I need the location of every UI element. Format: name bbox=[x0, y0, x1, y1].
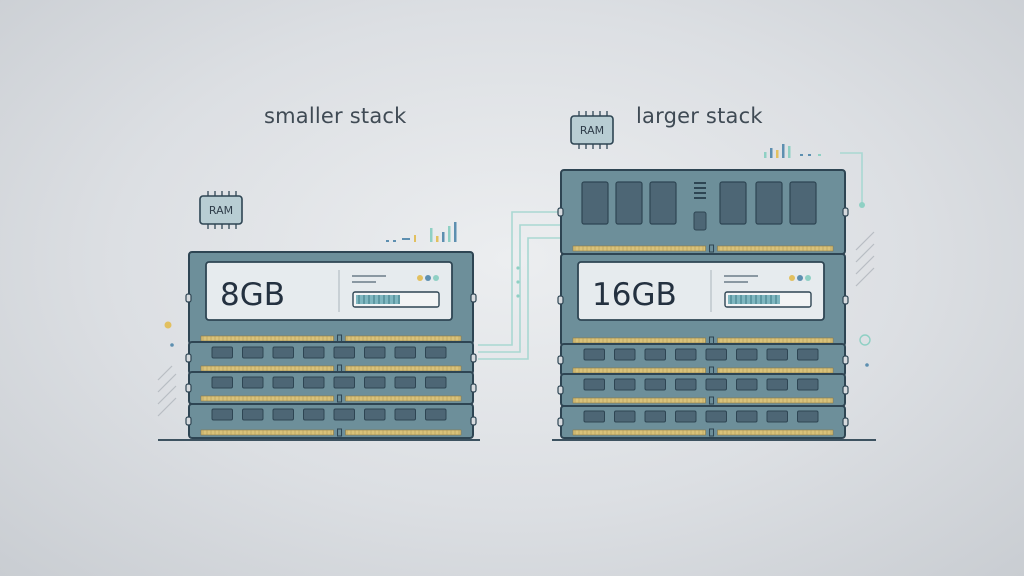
memory-chip bbox=[394, 376, 416, 389]
memory-chip bbox=[789, 181, 817, 225]
memory-chip bbox=[211, 376, 233, 389]
memory-chip bbox=[675, 348, 697, 361]
connector-line-icon bbox=[478, 152, 863, 360]
gold-contacts bbox=[717, 429, 834, 436]
gold-contacts bbox=[717, 397, 834, 404]
memory-chip bbox=[705, 378, 727, 391]
ram-module bbox=[185, 341, 477, 375]
gold-contacts bbox=[717, 245, 834, 252]
memory-chip bbox=[675, 378, 697, 391]
memory-chip bbox=[644, 410, 666, 423]
gold-contacts bbox=[200, 395, 334, 402]
gold-contacts bbox=[200, 365, 334, 372]
memory-chip bbox=[242, 346, 264, 359]
memory-chip bbox=[693, 211, 707, 231]
memory-chip bbox=[705, 348, 727, 361]
capacity-progress-bar bbox=[356, 295, 400, 304]
memory-chip bbox=[583, 348, 605, 361]
smaller-stack-caption: smaller stack bbox=[264, 104, 407, 128]
memory-chip bbox=[394, 346, 416, 359]
ram-module bbox=[557, 405, 849, 439]
memory-chip bbox=[333, 376, 355, 389]
capacity-card-8gb: 8GB bbox=[205, 261, 453, 321]
memory-chip bbox=[211, 346, 233, 359]
ram-module bbox=[185, 371, 477, 405]
hatch-decor bbox=[157, 231, 875, 417]
capacity-progress-bar bbox=[728, 295, 780, 304]
memory-chip bbox=[303, 346, 325, 359]
memory-chip bbox=[614, 410, 636, 423]
ram-module bbox=[557, 373, 849, 407]
memory-chip bbox=[766, 378, 788, 391]
capacity-label: 8GB bbox=[220, 277, 285, 313]
gold-contacts bbox=[572, 397, 706, 404]
memory-chip bbox=[614, 348, 636, 361]
ram-chip-label: RAM bbox=[580, 124, 604, 137]
memory-chip bbox=[333, 408, 355, 421]
memory-chip bbox=[755, 181, 783, 225]
memory-chip bbox=[644, 378, 666, 391]
memory-chip bbox=[364, 346, 386, 359]
memory-chip bbox=[583, 410, 605, 423]
memory-chip bbox=[736, 348, 758, 361]
ram-chip-icon: RAM bbox=[199, 191, 243, 229]
capacity-label: 16GB bbox=[592, 277, 677, 313]
memory-chip bbox=[797, 348, 819, 361]
memory-chip bbox=[581, 181, 609, 225]
memory-chip bbox=[766, 348, 788, 361]
memory-chip bbox=[583, 378, 605, 391]
memory-chip bbox=[333, 346, 355, 359]
memory-chip bbox=[705, 410, 727, 423]
memory-chip bbox=[644, 348, 666, 361]
memory-chip bbox=[719, 181, 747, 225]
ram-module bbox=[557, 343, 849, 377]
memory-chip bbox=[425, 376, 447, 389]
memory-chip bbox=[797, 378, 819, 391]
capacity-card-16gb: 16GB bbox=[577, 261, 825, 321]
memory-chip bbox=[272, 408, 294, 421]
memory-chip bbox=[766, 410, 788, 423]
memory-chip bbox=[736, 378, 758, 391]
memory-chip bbox=[364, 408, 386, 421]
memory-chip bbox=[614, 378, 636, 391]
memory-chip bbox=[303, 408, 325, 421]
gold-contacts bbox=[572, 429, 706, 436]
memory-chip bbox=[272, 346, 294, 359]
memory-chip bbox=[675, 410, 697, 423]
gold-contacts bbox=[200, 335, 334, 342]
gold-contacts bbox=[345, 429, 462, 436]
ram-chip-label: RAM bbox=[209, 204, 233, 217]
memory-chip bbox=[242, 408, 264, 421]
memory-chip bbox=[211, 408, 233, 421]
memory-chip bbox=[797, 410, 819, 423]
memory-chip bbox=[736, 410, 758, 423]
memory-chip bbox=[394, 408, 416, 421]
progress-fill bbox=[356, 295, 400, 304]
gold-contacts bbox=[572, 245, 706, 252]
memory-chip bbox=[364, 376, 386, 389]
gold-contacts bbox=[200, 429, 334, 436]
ram-chip-icon: RAM bbox=[570, 111, 614, 149]
gold-contacts bbox=[345, 395, 462, 402]
memory-chip bbox=[615, 181, 643, 225]
memory-chip bbox=[303, 376, 325, 389]
memory-chip bbox=[425, 346, 447, 359]
connector-node bbox=[859, 202, 865, 208]
memory-chip bbox=[649, 181, 677, 225]
ram-module bbox=[185, 403, 477, 439]
signal-bars-icon bbox=[764, 144, 821, 158]
progress-fill bbox=[728, 295, 780, 304]
signal-bars-icon bbox=[386, 222, 457, 242]
gold-contacts bbox=[572, 337, 706, 344]
gold-contacts bbox=[572, 367, 706, 374]
memory-chip bbox=[272, 376, 294, 389]
decor-dots bbox=[164, 266, 871, 367]
memory-chip bbox=[425, 408, 447, 421]
larger-stack-caption: larger stack bbox=[636, 104, 763, 128]
memory-chip bbox=[242, 376, 264, 389]
